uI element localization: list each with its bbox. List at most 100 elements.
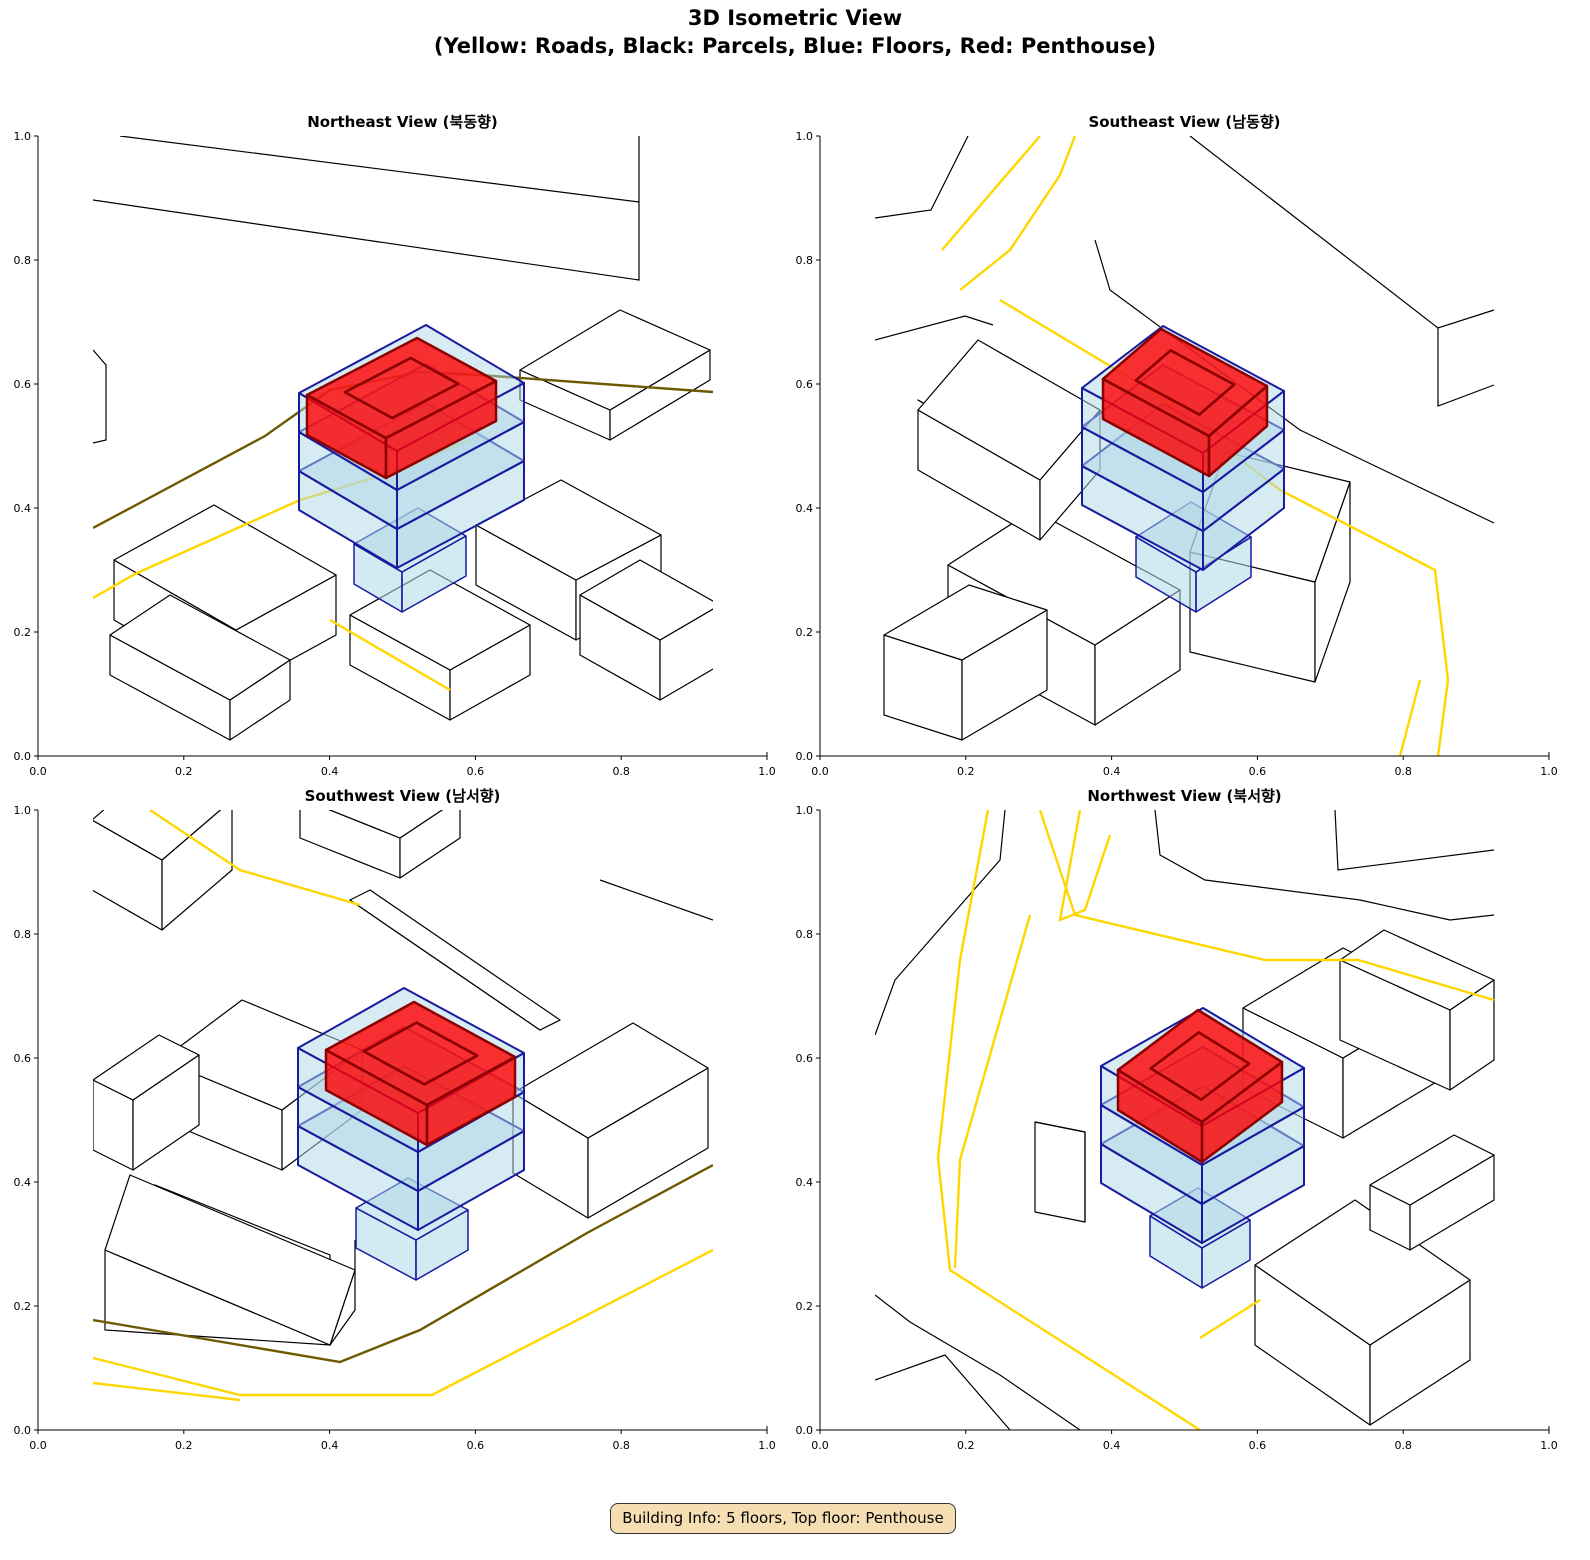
- road-line: [953, 914, 1032, 1269]
- scene-3d: [93, 810, 713, 1402]
- y-tick-label: 0.6: [14, 1052, 32, 1065]
- subplot-northeast: Northeast View (북동향) 0.0 0.2 0.4 0.6 0.8 1.0 0.…: [14, 113, 776, 778]
- parcel-line: [875, 315, 994, 341]
- x-tick-label: 0.8: [1394, 1439, 1412, 1452]
- y-tick-label: 0.2: [796, 626, 814, 639]
- scene-3d: [93, 136, 713, 741]
- parcel-line: [1437, 328, 1495, 407]
- x-tick-label: 0.4: [1103, 1439, 1121, 1452]
- x-tick-label: 0.4: [321, 1439, 339, 1452]
- subplot-northwest: Northwest View (북서향) 0.0 0.2 0.4 0.6 0.8 1.0 0.…: [796, 787, 1558, 1452]
- subplot-title: Southwest View (남서향): [305, 787, 501, 805]
- y-tick-label: 0.4: [796, 502, 814, 515]
- parcel-line: [875, 810, 1006, 1036]
- y-tick-label: 1.0: [14, 804, 32, 817]
- y-tick-label: 0.0: [14, 1424, 32, 1437]
- y-tick-label: 0.2: [14, 1300, 32, 1313]
- x-tick-label: 0.0: [29, 1439, 47, 1452]
- parcel-top-face: [883, 584, 1048, 661]
- parcel-left-face: [1034, 1121, 1086, 1223]
- road-line: [936, 810, 1201, 1430]
- penthouse-roof-ring: [324, 1000, 517, 1107]
- road-line: [93, 1248, 713, 1397]
- x-tick-label: 1.0: [758, 765, 776, 778]
- y-tick-label: 0.2: [14, 626, 32, 639]
- parcel-line: [1334, 810, 1495, 871]
- parcel-top-face: [113, 504, 337, 631]
- subplot-title: Northeast View (북동향): [307, 113, 498, 131]
- parcel-top-face: [109, 594, 291, 701]
- parcel-top-face: [917, 339, 1101, 481]
- y-tick-label: 0.8: [14, 928, 32, 941]
- parcel-line: [1189, 136, 1495, 329]
- x-tick-label: 0.0: [811, 765, 829, 778]
- x-tick-label: 0.0: [811, 1439, 829, 1452]
- road-line: [1199, 1298, 1261, 1340]
- y-tick-label: 1.0: [796, 804, 814, 817]
- building-info-box: Building Info: 5 floors, Top floor: Pent…: [610, 1503, 956, 1534]
- scene-3d: [875, 810, 1495, 1430]
- y-tick-label: 1.0: [14, 130, 32, 143]
- road-line: [941, 136, 1041, 251]
- parcel-right-face: [659, 608, 713, 701]
- road-line: [93, 1381, 241, 1402]
- subplot-title: Southeast View (남동향): [1088, 113, 1280, 131]
- subplot-title: Northwest View (북서향): [1087, 787, 1281, 805]
- y-tick-label: 0.0: [14, 750, 32, 763]
- x-tick-label: 1.0: [758, 1439, 776, 1452]
- scene-3d: [875, 136, 1495, 756]
- x-tick-label: 0.6: [467, 765, 485, 778]
- x-tick-label: 0.6: [1249, 1439, 1267, 1452]
- parcel-top-face: [328, 810, 444, 839]
- parcel-top-face: [519, 309, 711, 411]
- parcel-top-face: [1254, 1199, 1471, 1346]
- parcel-line: [119, 136, 640, 203]
- parcel-top-face: [93, 1034, 200, 1101]
- parcel-top-face: [1369, 1134, 1495, 1206]
- y-tick-label: 0.2: [796, 1300, 814, 1313]
- parcel-top-face: [104, 1174, 356, 1346]
- parcel-top-face: [579, 559, 713, 641]
- x-tick-label: 1.0: [1540, 765, 1558, 778]
- parcel-line: [93, 349, 107, 444]
- parcel-right-face: [161, 810, 233, 931]
- y-tick-label: 0.4: [796, 1176, 814, 1189]
- parcel-line: [875, 136, 969, 219]
- parcel-line: [93, 136, 640, 281]
- y-tick-label: 0.6: [796, 378, 814, 391]
- x-tick-label: 0.8: [612, 1439, 630, 1452]
- road-line: [1038, 810, 1495, 1002]
- x-tick-label: 0.2: [957, 1439, 975, 1452]
- x-tick-label: 1.0: [1540, 1439, 1558, 1452]
- road-line: [93, 1163, 713, 1364]
- road-line: [149, 810, 361, 907]
- parcel-top-face: [1339, 929, 1495, 1011]
- x-tick-label: 0.2: [175, 1439, 193, 1452]
- penthouse-roof-ring: [305, 336, 498, 440]
- parcel-top-face: [512, 1022, 709, 1139]
- y-tick-label: 1.0: [796, 130, 814, 143]
- x-tick-label: 0.8: [1394, 765, 1412, 778]
- parcel-line: [599, 879, 713, 921]
- x-tick-label: 0.8: [612, 765, 630, 778]
- parcel-top-face: [1034, 1121, 1086, 1133]
- parcel-right-face: [399, 810, 461, 879]
- y-tick-label: 0.0: [796, 750, 814, 763]
- road-line: [1058, 810, 1112, 922]
- penthouse-roof-ring: [1116, 1008, 1284, 1124]
- x-tick-label: 0.6: [1249, 765, 1267, 778]
- road-line: [329, 618, 451, 692]
- subplot-southeast: Southeast View (남동향) 0.0 0.2 0.4 0.6 0.8 1.0 0.…: [796, 113, 1558, 778]
- parcel-top-face: [349, 889, 561, 1031]
- y-tick-label: 0.8: [796, 928, 814, 941]
- y-tick-label: 0.4: [14, 502, 32, 515]
- parcel-line: [329, 1240, 356, 1346]
- figure-subtitle: (Yellow: Roads, Black: Parcels, Blue: Fl…: [433, 34, 1157, 58]
- parcel-line: [1154, 810, 1495, 921]
- penthouse-roof-ring: [1101, 327, 1269, 438]
- x-tick-label: 0.4: [1103, 765, 1121, 778]
- parcel-top-face: [475, 479, 662, 581]
- y-tick-label: 0.8: [14, 254, 32, 267]
- road-line: [959, 136, 1077, 291]
